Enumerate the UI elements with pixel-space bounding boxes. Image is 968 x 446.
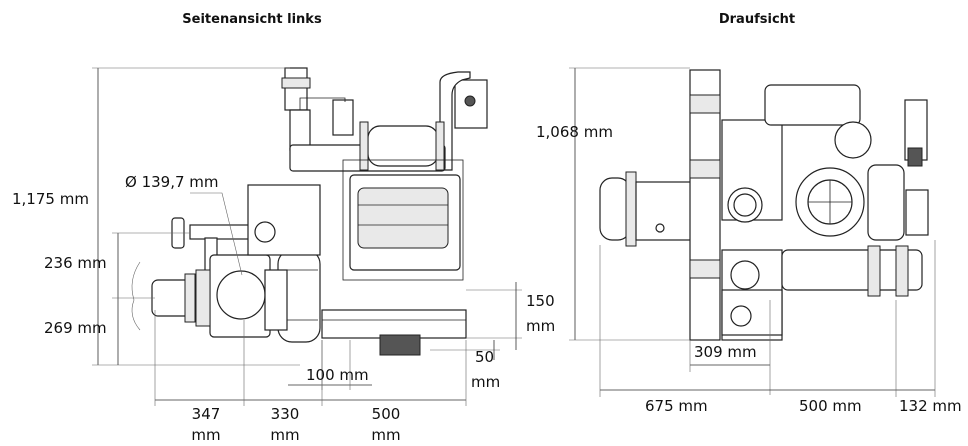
dim-500-top: 500 mm [799,397,862,415]
dim-347-value: 347 [192,405,221,423]
top-view-drawing [599,69,929,341]
top-view-title: Draufsicht [719,12,795,27]
left-view-title: Seitenansicht links [182,12,322,27]
dim-inlet-upper: 236 mm [44,254,107,272]
left-view-dimension-lines [92,67,522,406]
dim-500-value: 500 [372,405,401,423]
dim-132: 132 mm [899,397,962,415]
dim-50-unit: mm [471,373,500,391]
dim-150-unit: mm [526,317,555,335]
dim-675: 675 mm [645,397,708,415]
dim-330-unit: mm [270,426,299,444]
left-side-view-drawing [151,67,488,356]
dim-100: 100 mm [306,366,369,384]
dim-330-value: 330 [271,405,300,423]
dim-diameter: Ø 139,7 mm [125,173,219,191]
dim-347-unit: mm [191,426,220,444]
dim-depth: 1,068 mm [536,123,613,141]
dim-total-height: 1,175 mm [12,190,89,208]
dim-309: 309 mm [694,343,757,361]
dim-500-unit: mm [371,426,400,444]
dim-inlet-lower: 269 mm [44,319,107,337]
top-view-dimension-lines [569,67,936,397]
dim-50-value: 50 [475,348,494,366]
dim-150-value: 150 [526,292,555,310]
